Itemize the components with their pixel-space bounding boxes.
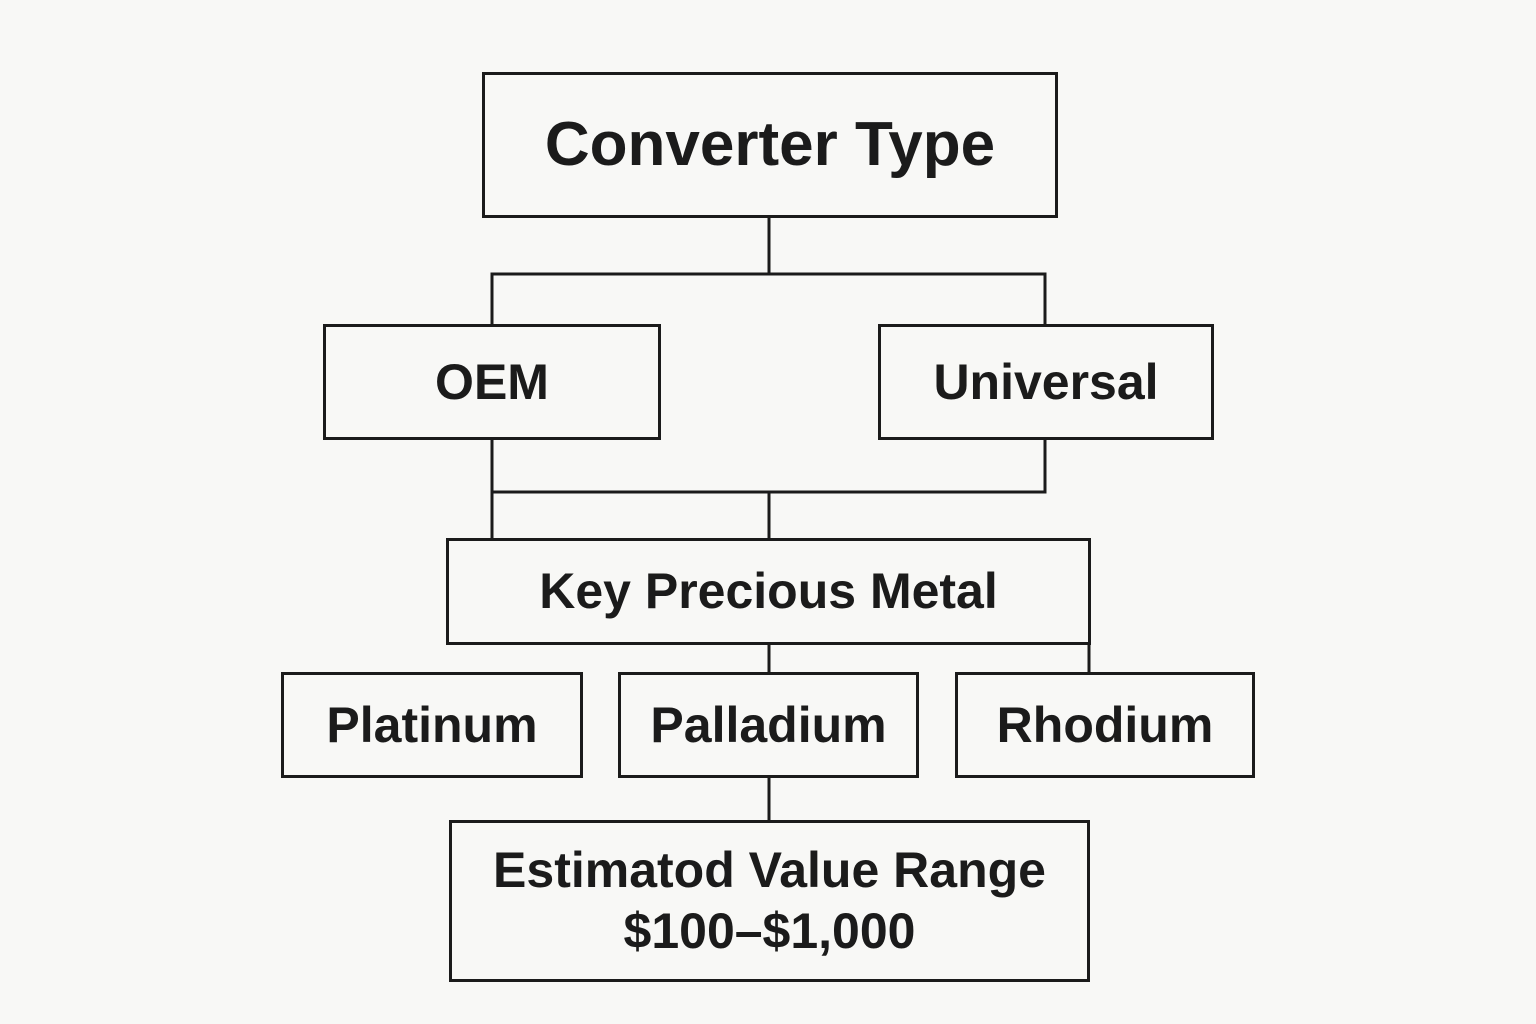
node-label: Converter Type: [544, 110, 996, 180]
node-label: Platinum: [326, 696, 538, 753]
node-label-line2: $100–$1,000: [623, 903, 916, 959]
connector-branch-bar: [490, 272, 1047, 326]
node-rhodium: Rhodium: [955, 672, 1255, 778]
node-label: Key Precious Metal: [539, 563, 998, 619]
node-label: Rhodium: [996, 696, 1214, 753]
node-label: Universal: [933, 353, 1159, 410]
node-estimated-value-range: Estimatod Value Range $100–$1,000: [449, 820, 1090, 982]
node-key-precious-metal: Key Precious Metal: [446, 538, 1091, 645]
node-label: Palladium: [650, 696, 887, 753]
node-label-line1: Estimatod Value Range: [493, 842, 1046, 898]
node-label: OEM: [435, 353, 549, 410]
node-converter-type: Converter Type: [482, 72, 1058, 218]
node-palladium: Palladium: [618, 672, 919, 778]
node-platinum: Platinum: [281, 672, 583, 778]
connector-oem-universal-merge: [490, 438, 1047, 494]
node-oem: OEM: [323, 324, 661, 440]
node-universal: Universal: [878, 324, 1214, 440]
